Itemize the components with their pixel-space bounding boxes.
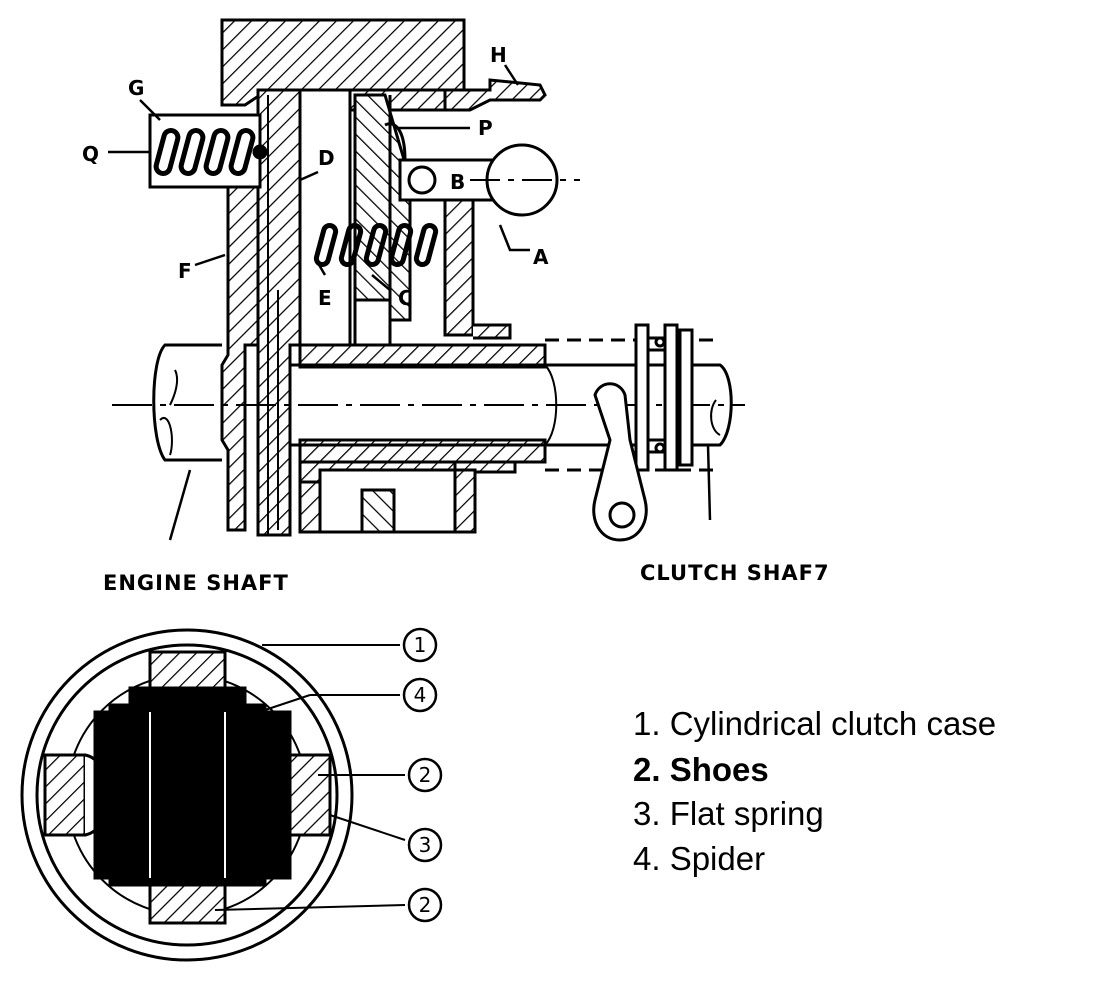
flange-h bbox=[443, 78, 547, 112]
clutch-case-outer bbox=[20, 628, 354, 962]
shift-fork bbox=[592, 382, 648, 542]
hub-upper bbox=[298, 343, 547, 369]
engine-shaft bbox=[152, 343, 222, 462]
shoe-top bbox=[148, 650, 227, 692]
legend-item-4: 4. Spider bbox=[633, 840, 765, 877]
legend-item-2: 2. Shoes bbox=[633, 751, 769, 788]
label-f: F bbox=[178, 259, 192, 283]
callout-2-upper: 2 bbox=[419, 763, 432, 787]
label-d: D bbox=[318, 146, 335, 170]
callout-2-lower: 2 bbox=[419, 893, 432, 917]
callout-lines bbox=[214, 644, 406, 911]
legend-item-3: 3. Flat spring bbox=[633, 795, 824, 832]
legend: 1. Cylindrical clutch case 2. Shoes 3. F… bbox=[633, 705, 996, 877]
spring-e bbox=[313, 222, 439, 268]
housing-left-wall bbox=[220, 183, 260, 532]
pivot-b bbox=[407, 165, 437, 195]
leader-lines bbox=[108, 64, 712, 541]
label-g: G bbox=[128, 76, 144, 100]
spring-housing-g bbox=[148, 113, 262, 189]
spring-g bbox=[153, 128, 256, 176]
caption-engine-shaft: ENGINE SHAFT bbox=[103, 571, 289, 595]
legend-item-1: 1. Cylindrical clutch case bbox=[633, 705, 996, 742]
label-h: H bbox=[490, 43, 507, 67]
label-a: A bbox=[533, 245, 549, 269]
callout-1: 1 bbox=[414, 633, 427, 657]
callouts: 1 4 2 3 2 bbox=[402, 627, 443, 923]
end-view bbox=[20, 628, 354, 962]
callout-4: 4 bbox=[414, 683, 427, 707]
callout-3: 3 bbox=[419, 833, 432, 857]
sectional-view bbox=[112, 18, 745, 542]
part-labels: G Q H P D B A F E C bbox=[82, 43, 549, 310]
label-b: B bbox=[450, 170, 465, 194]
label-q: Q bbox=[82, 142, 99, 166]
hub-lower bbox=[298, 438, 547, 464]
shoe-left bbox=[43, 753, 87, 837]
clutch-shaft bbox=[290, 363, 733, 447]
label-p: P bbox=[478, 116, 493, 140]
shoe-right bbox=[288, 753, 332, 837]
clutch-case-inner bbox=[35, 643, 339, 947]
label-c: C bbox=[398, 286, 413, 310]
collar bbox=[634, 323, 694, 472]
caption-clutch-shaft: CLUTCH SHAF7 bbox=[640, 561, 830, 585]
housing-right-wall bbox=[443, 198, 475, 337]
shoe-bottom bbox=[148, 883, 227, 925]
label-e: E bbox=[318, 286, 332, 310]
